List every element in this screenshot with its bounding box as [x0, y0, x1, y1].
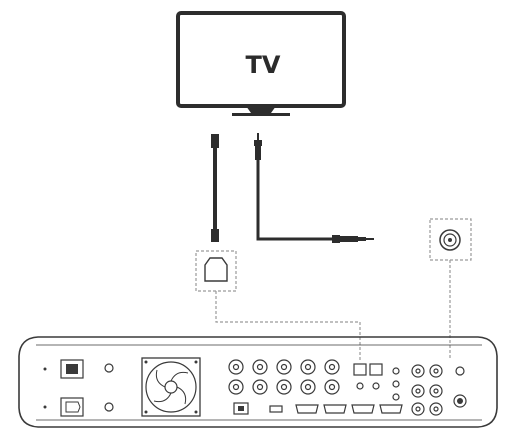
connection-guide-lines	[215, 260, 451, 360]
rca-jacks-right	[411, 364, 443, 416]
receiver-rear-panel-icon	[18, 336, 498, 428]
fan-icon	[141, 357, 201, 417]
bottom-ports	[233, 402, 403, 415]
coaxial-port-icon	[429, 218, 472, 261]
misc-jacks	[392, 367, 400, 401]
rca-jacks	[228, 359, 340, 395]
optical-inputs	[353, 363, 383, 390]
optical-port-icon	[195, 250, 237, 292]
tv-icon: TV	[176, 11, 346, 116]
optical-cable-icon	[211, 134, 219, 242]
tv-label: TV	[246, 51, 281, 79]
analog-audio-cable-icon	[254, 133, 374, 243]
